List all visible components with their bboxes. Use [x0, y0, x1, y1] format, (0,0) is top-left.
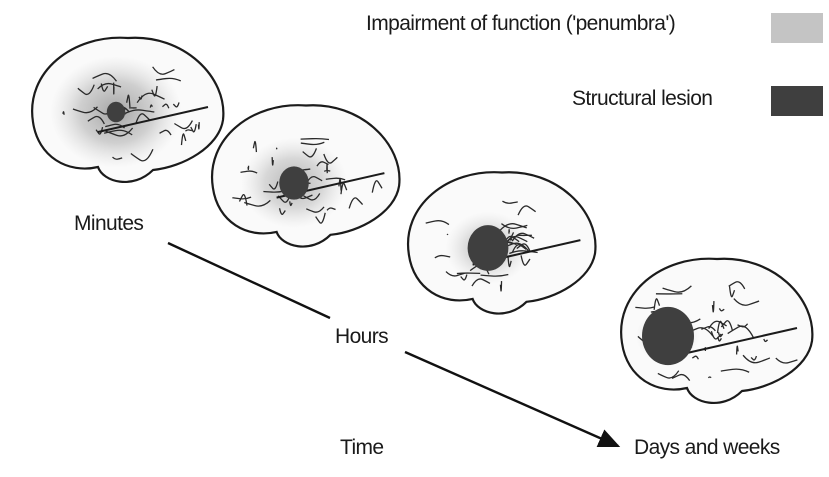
timeline-label-minutes: Minutes	[74, 212, 143, 236]
timeline-axis-label: Time	[340, 436, 384, 460]
legend-penumbra-swatch	[771, 13, 823, 43]
brain-fold	[198, 122, 199, 129]
brain-icon-days-and-weeks	[621, 259, 812, 403]
legend-lesion-swatch	[771, 86, 823, 116]
structural-lesion	[279, 166, 309, 199]
timeline-label-days-and-weeks: Days and weeks	[634, 436, 780, 460]
timeline-line-2	[405, 352, 618, 446]
brain-icon-hours-early	[212, 105, 399, 246]
legend-lesion-label: Structural lesion	[572, 87, 712, 111]
structural-lesion	[468, 225, 509, 271]
timeline-line-1	[168, 243, 330, 318]
brain-icon-minutes	[32, 38, 223, 182]
timeline-label-hours: Hours	[335, 325, 388, 349]
structural-lesion	[642, 307, 694, 365]
legend-penumbra-label: Impairment of function ('penumbra')	[366, 12, 675, 36]
structural-lesion	[107, 102, 125, 123]
brain-icon-hours-late	[408, 172, 595, 313]
brain-fold	[248, 166, 249, 170]
